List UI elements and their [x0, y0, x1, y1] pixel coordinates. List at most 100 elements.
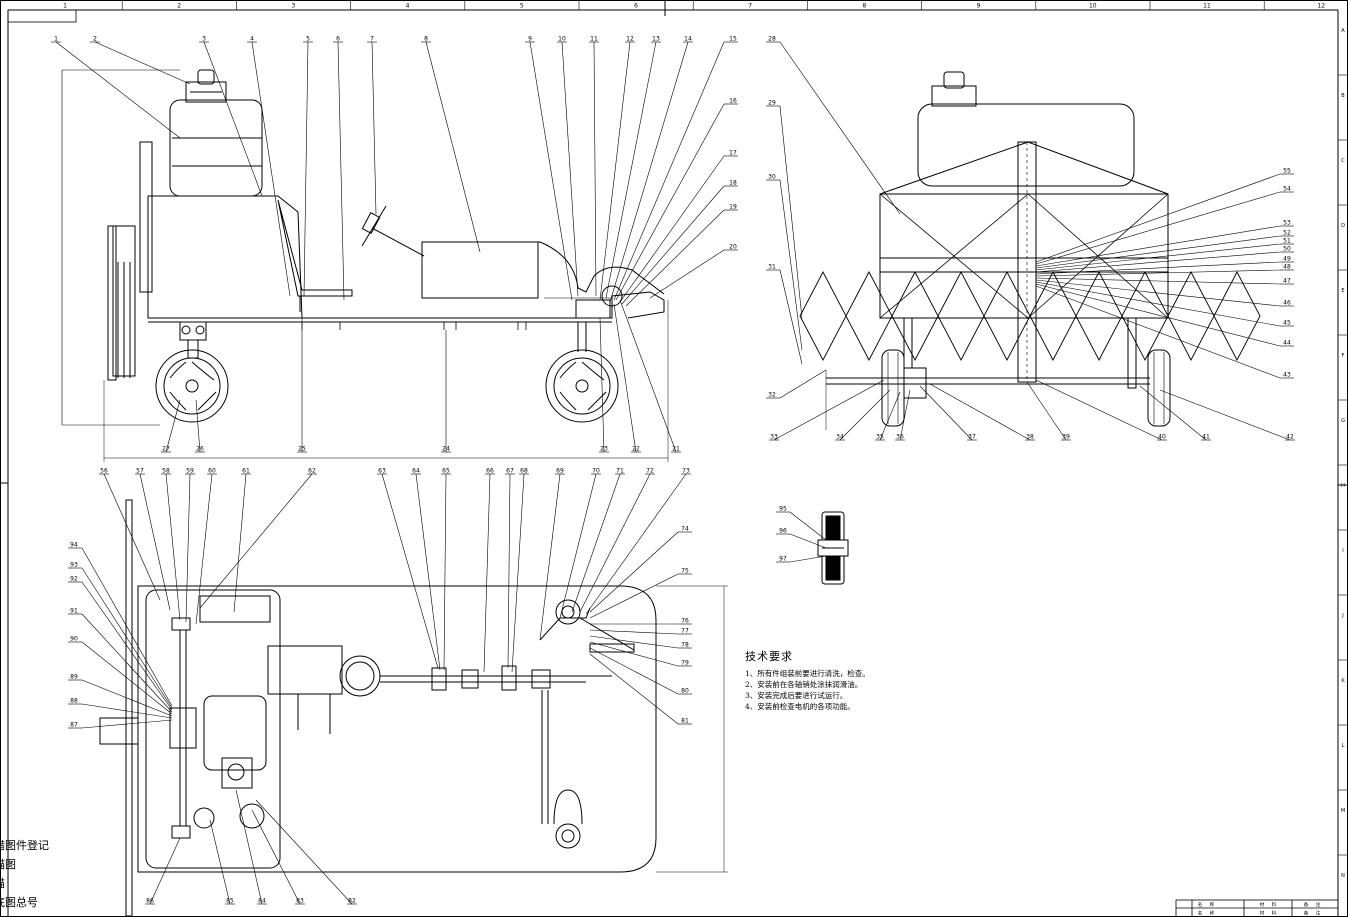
- callout-number: 44: [1283, 340, 1291, 347]
- callout-number: 95: [779, 506, 787, 513]
- callout-number: 13: [652, 36, 660, 43]
- callout-number: 82: [348, 898, 356, 905]
- callout-number: 67: [506, 468, 514, 475]
- front-tank: [917, 103, 1135, 187]
- callout-number: 68: [520, 468, 528, 475]
- zone-label: 6: [634, 3, 638, 10]
- callout-number: 79: [681, 660, 689, 667]
- register-item: 描: [0, 874, 49, 893]
- callout-number: 56: [100, 468, 108, 475]
- callout-number: 19: [729, 204, 737, 211]
- zone-label: H: [1341, 483, 1345, 489]
- callout-number: 62: [308, 468, 316, 475]
- callout-number: 70: [592, 468, 600, 475]
- callout-number: 87: [70, 722, 78, 729]
- callout-number: 29: [768, 100, 776, 107]
- callout-number: 35: [876, 434, 884, 441]
- callout-number: 54: [1283, 186, 1291, 193]
- vehicle-body: [147, 195, 303, 319]
- callout-number: 71: [616, 468, 624, 475]
- callout-number: 2: [93, 36, 97, 43]
- callout-number: 51: [1283, 238, 1291, 245]
- callout-number: 76: [681, 618, 689, 625]
- front-left-wheel: [881, 349, 905, 427]
- title-block-cells: 名称材料备注名称材料备注: [1198, 901, 1321, 917]
- zone-label: 2: [177, 3, 181, 10]
- callout-number: 77: [681, 628, 689, 635]
- side-register: 借图件登记 描图 描 底图总号: [0, 836, 49, 912]
- callout-number: 96: [779, 528, 787, 535]
- zone-label: F: [1342, 353, 1345, 359]
- zone-label: C: [1341, 158, 1345, 164]
- callout-number: 9: [528, 36, 532, 43]
- title-cell: 料: [1272, 901, 1277, 908]
- tech-req-title: 技术要求: [745, 650, 793, 663]
- title-block: [1175, 899, 1339, 917]
- tech-req-item: 1、所有件组装前要进行清洗，检查。: [745, 669, 870, 678]
- zone-label: N: [1341, 873, 1345, 879]
- title-cell: 名: [1198, 901, 1203, 908]
- front-wheel: [545, 349, 619, 423]
- callout-number: 20: [729, 244, 737, 251]
- callout-number: 46: [1283, 300, 1291, 307]
- callout-number: 84: [258, 898, 266, 905]
- callout-number: 64: [412, 468, 420, 475]
- callout-number: 69: [556, 468, 564, 475]
- callout-number: 66: [486, 468, 494, 475]
- callout-number: 83: [296, 898, 304, 905]
- title-cell: 备: [1304, 910, 1309, 917]
- front-view-leaders: [766, 41, 1295, 441]
- callout-number: 33: [770, 434, 778, 441]
- tech-req-item: 2、安装前在各轴销处涂抹润滑油。: [745, 680, 863, 689]
- callout-number: 34: [836, 434, 844, 441]
- callout-number: 43: [1283, 372, 1291, 379]
- detail-leaders: [776, 511, 827, 563]
- callout-number: 11: [590, 36, 598, 43]
- callout-number: 75: [681, 568, 689, 575]
- callout-number: 1: [54, 36, 58, 43]
- callout-number: 47: [1283, 278, 1291, 285]
- title-cell: 称: [1210, 901, 1215, 908]
- title-cell: 称: [1210, 910, 1215, 917]
- zone-label: 5: [520, 3, 524, 10]
- callout-number: 38: [1026, 434, 1034, 441]
- callout-number: 49: [1283, 256, 1291, 263]
- zone-label: 7: [748, 3, 752, 10]
- callout-number: 22: [632, 446, 640, 453]
- plan-outline: [137, 585, 657, 873]
- callout-number: 6: [336, 36, 340, 43]
- callout-number: 52: [1283, 230, 1291, 237]
- callout-number: 39: [1062, 434, 1070, 441]
- callout-number: 60: [208, 468, 216, 475]
- title-cell: 材: [1260, 910, 1265, 917]
- register-item: 借图件登记: [0, 839, 49, 852]
- callout-number: 15: [729, 36, 737, 43]
- water-tank: [169, 99, 263, 197]
- zone-label: A: [1341, 28, 1345, 34]
- rear-wheel: [155, 349, 229, 423]
- callout-number: 88: [70, 698, 78, 705]
- title-cell: 材: [1260, 901, 1265, 908]
- callout-number: 55: [1283, 168, 1291, 175]
- callout-number: 53: [1283, 220, 1291, 227]
- callout-number: 10: [558, 36, 566, 43]
- title-cell: 注: [1316, 901, 1321, 908]
- chassis: [148, 291, 665, 319]
- zone-label: I: [1342, 548, 1343, 554]
- callout-number: 81: [681, 718, 689, 725]
- callout-number: 26: [196, 446, 204, 453]
- callout-number: 91: [70, 608, 78, 615]
- register-item: 底图总号: [0, 896, 38, 909]
- plan-view: [99, 499, 728, 917]
- callout-number: 37: [968, 434, 976, 441]
- callout-number: 5: [306, 36, 310, 43]
- plan-view-leaders: [68, 473, 692, 905]
- callout-number: 63: [378, 468, 386, 475]
- callout-number: 12: [626, 36, 634, 43]
- callout-number: 74: [681, 526, 689, 533]
- callout-number: 32: [768, 392, 776, 399]
- zone-label: L: [1342, 743, 1345, 749]
- zone-label: 4: [406, 3, 410, 10]
